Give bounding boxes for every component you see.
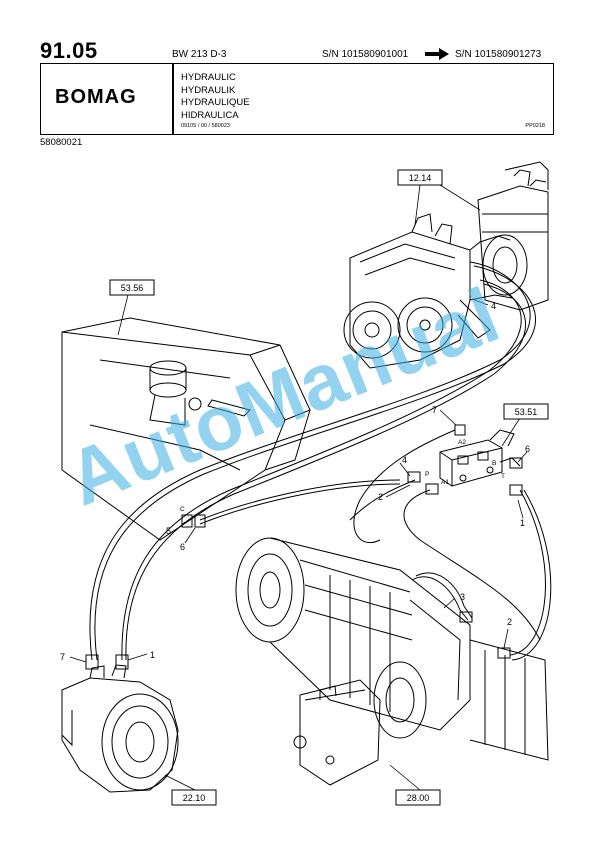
port-label-c: C: [180, 506, 185, 513]
callout-box-drive-motor: [171, 789, 217, 806]
drive-axle-drawing: [235, 537, 549, 786]
callout-boxes: 12.14 53.56 53.51 22.10 28.00: [109, 169, 549, 806]
title-block: HYDRAULIC HYDRAULIK HYDRAULIQUE HIDRAULI…: [181, 72, 250, 122]
leader-lines: [69, 184, 528, 791]
bomag-logo: BOMAG: [55, 86, 137, 108]
callout-tank: 53.56: [121, 283, 144, 293]
item-number-2-valve: 2: [378, 492, 383, 502]
hydraulic-tank-drawing: [61, 317, 311, 541]
figure-code: PP0218: [525, 123, 545, 129]
title-fr: HYDRAULIQUE: [181, 97, 250, 108]
arrow-right-icon: [425, 48, 449, 60]
page-number: 91.05: [40, 38, 98, 63]
item-number-3-axle: 3: [460, 592, 465, 602]
item-number-4-pump: 4: [491, 301, 496, 311]
port-label-p: P: [425, 471, 429, 478]
callout-box-axle: [395, 789, 441, 806]
item-number-5-tank: 5: [166, 526, 171, 536]
callout-drive-motor: 22.10: [183, 793, 206, 803]
item-number-6-valve: 6: [525, 444, 530, 454]
document-reference: 09105 / 00 / 580023: [181, 123, 230, 129]
port-label-b: B: [492, 460, 496, 467]
item-number-2-axle: 2: [507, 617, 512, 627]
hydraulic-hoses: [85, 261, 552, 670]
port-label-a1: A1: [441, 479, 449, 486]
callout-box-pump: [397, 169, 443, 186]
serial-number-to: S/N 101580901273: [455, 49, 542, 60]
serial-number-from: S/N 101580901001: [322, 49, 409, 60]
item-number-1-valve: 1: [520, 518, 525, 528]
callout-box-tank: [109, 279, 155, 296]
callout-box-valve: [503, 403, 549, 420]
item-number-7-valve: 7: [432, 405, 437, 415]
drum-drive-motor-drawing: [61, 664, 179, 793]
port-label-t: T: [501, 473, 505, 480]
callout-axle: 28.00: [407, 793, 430, 803]
item-number-4-valve: 4: [402, 455, 407, 465]
valve-block-drawing: [439, 429, 521, 487]
item-number-7-motor: 7: [60, 652, 65, 662]
callout-valve: 53.51: [515, 407, 538, 417]
port-label-a2: A2: [458, 439, 466, 446]
title-de: HYDRAULIK: [181, 84, 236, 96]
port-labels: A2 A1 P B T C: [180, 439, 505, 513]
header-box: BOMAG HYDRAULIC HYDRAULIK HYDRAULIQUE HI…: [40, 63, 554, 135]
callout-pump: 12.14: [409, 173, 432, 183]
item-number-1-motor: 1: [150, 650, 155, 660]
title-en: HYDRAULIC: [181, 72, 236, 83]
item-number-6-tank: 6: [180, 542, 185, 552]
part-number: 58080021: [40, 137, 83, 148]
item-numbers: 4 7 4 2 6 1 5 6 7 1 3 2: [60, 301, 530, 662]
header-divider: [172, 64, 174, 134]
model-designation: BW 213 D-3: [172, 49, 227, 60]
title-es: HIDRAULICA: [181, 109, 239, 121]
